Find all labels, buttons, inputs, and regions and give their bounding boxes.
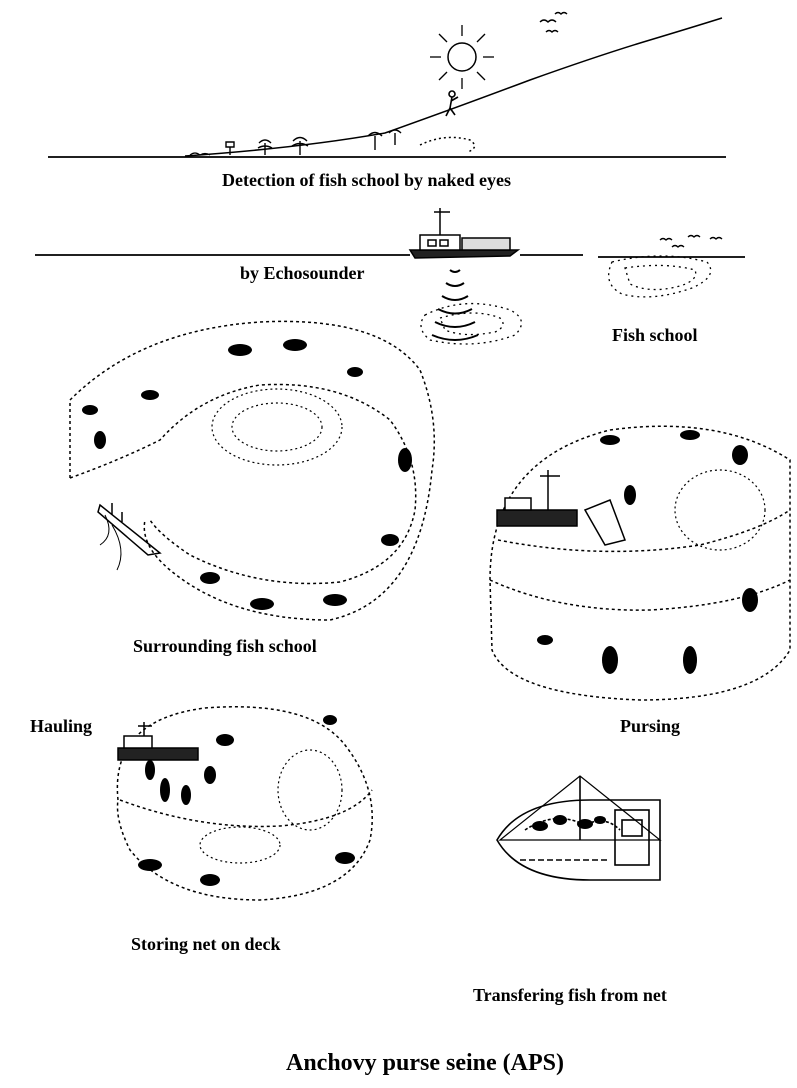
boat-icon [410, 208, 518, 258]
net-floats [82, 339, 412, 610]
trees-icon [226, 130, 401, 155]
echosounder-scene [35, 208, 745, 344]
sun-icon [430, 25, 494, 89]
fish-catch [532, 815, 606, 831]
echosounder-label: by Echosounder [240, 263, 365, 284]
net-floats [138, 715, 355, 886]
storing-label: Storing net on deck [131, 934, 281, 955]
birds-icon [540, 13, 567, 33]
pursing-label: Pursing [620, 716, 680, 737]
fish-school-icon [609, 256, 711, 297]
hauling-label: Hauling [30, 716, 92, 737]
transfering-label: Transfering fish from net [473, 985, 667, 1006]
hauling-boat-icon [118, 722, 198, 760]
pursing-net [490, 426, 790, 700]
surrounding-label: Surrounding fish school [133, 636, 317, 657]
fish-school-in-net [212, 389, 342, 465]
hauling-net [117, 707, 372, 900]
surrounding-net [70, 321, 434, 620]
person-icon [446, 91, 458, 116]
fish-school-in-net [200, 750, 342, 863]
figure-title: Anchovy purse seine (APS) [286, 1050, 564, 1077]
net-floats [537, 430, 758, 674]
transfer-boat [497, 776, 660, 880]
coast-scene [48, 13, 726, 158]
seabirds-icon [660, 236, 722, 248]
fish-school-in-net [675, 470, 765, 550]
detection-label: Detection of fish school by naked eyes [222, 170, 511, 191]
seine-boat-icon [98, 503, 160, 570]
fish-school-label: Fish school [612, 325, 698, 346]
purse-seiner-icon [497, 470, 625, 545]
